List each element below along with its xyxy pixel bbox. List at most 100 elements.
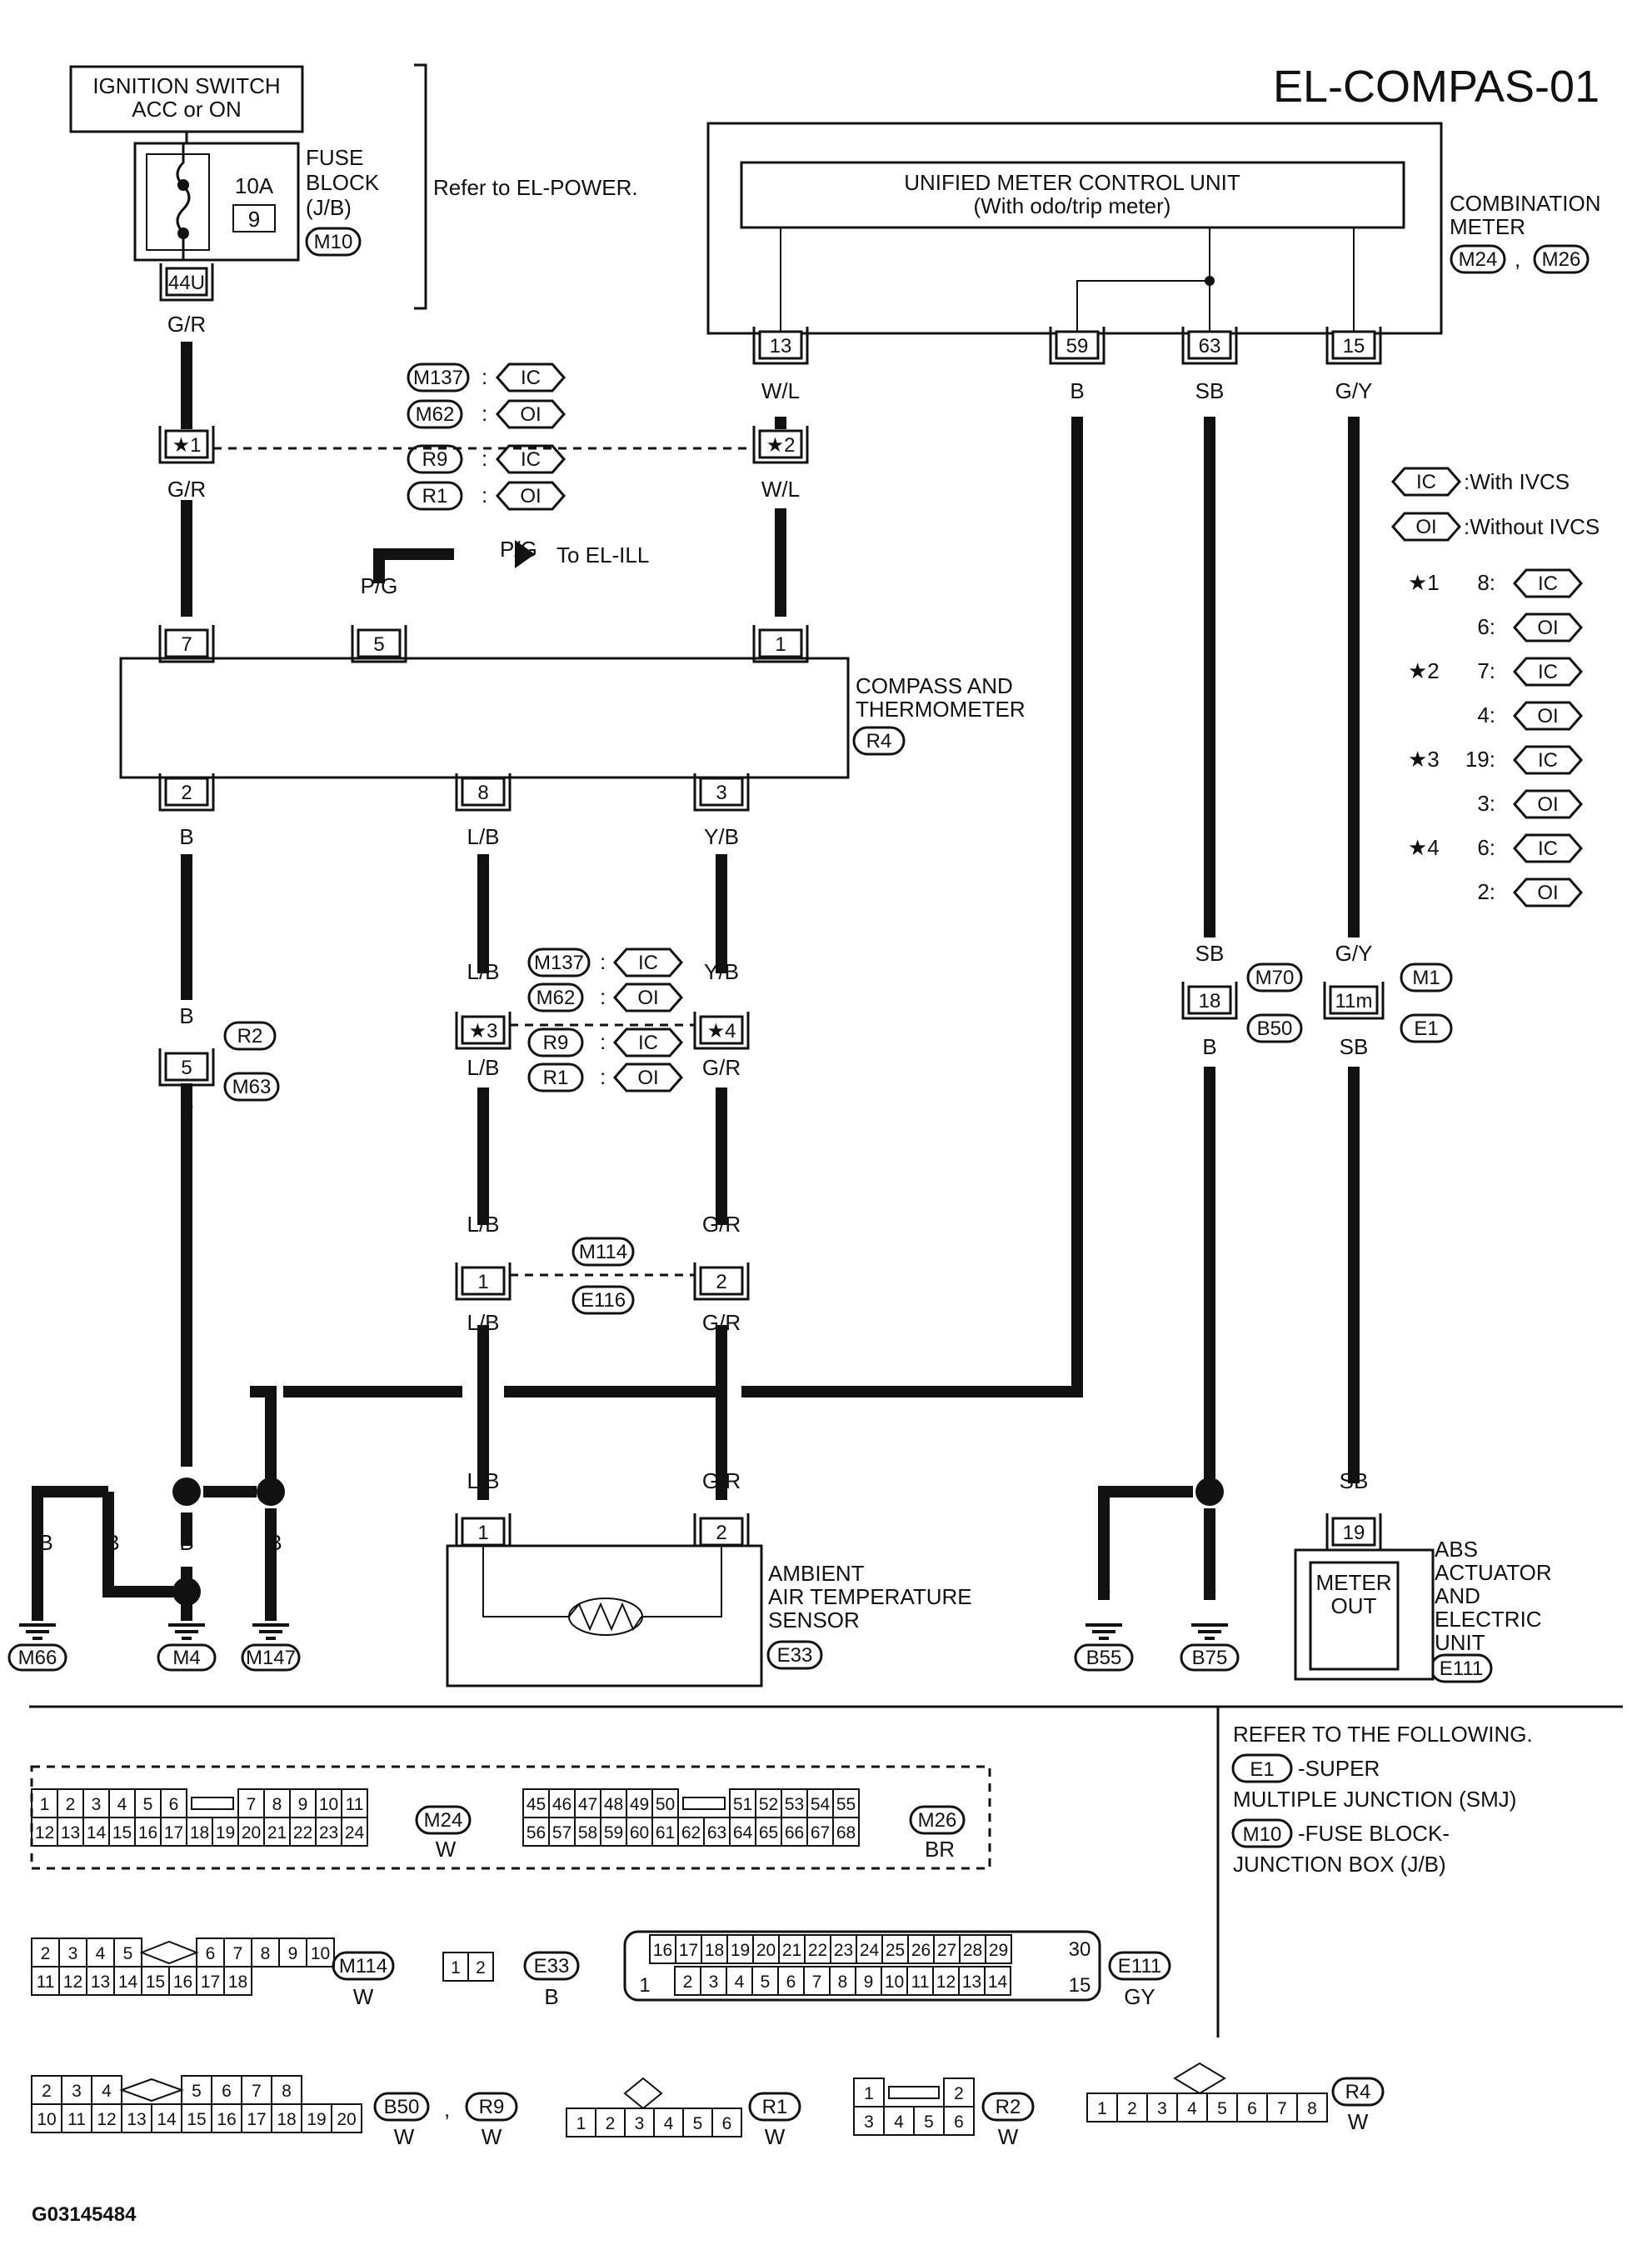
junction-m1-11m-label: 11m (1335, 990, 1373, 1012)
svg-text:63: 63 (707, 1823, 726, 1842)
junction-star4-label: ★4 (707, 1020, 736, 1042)
svg-text:61: 61 (656, 1823, 675, 1842)
wire-color-label: Y/B (704, 824, 739, 849)
wire-color-label: L/B (467, 1310, 499, 1335)
svg-text:M137: M137 (534, 952, 584, 974)
svg-text:IC: IC (1538, 749, 1558, 772)
svg-text:B50: B50 (384, 2096, 420, 2118)
svg-text:OI: OI (1537, 617, 1558, 639)
svg-text:14: 14 (988, 1972, 1008, 1992)
hex-mid-1: OI (613, 982, 683, 1012)
svg-text:M147: M147 (246, 1647, 296, 1669)
tag-m10: M10 (305, 227, 362, 257)
junction-m1-11m: 11m (1323, 982, 1385, 1020)
svg-text:8: 8 (838, 1972, 848, 1992)
wire-color-label: SB (1195, 941, 1225, 966)
ignition-switch: IGNITION SWITCH ACC or ON (69, 65, 304, 143)
svg-text:W: W (765, 2124, 786, 2149)
colon: : (482, 401, 487, 426)
terminal-63-label: 63 (1199, 335, 1221, 358)
svg-text:M10: M10 (314, 231, 353, 253)
refer-m10-text2: JUNCTION BOX (J/B) (1233, 1852, 1446, 1877)
meter-out-2: OUT (1331, 1593, 1377, 1618)
fuse-block: 10A 9 FUSE BLOCK (J/B) (133, 142, 380, 262)
tag-upper-m137: M137 (407, 362, 470, 392)
svg-text:2: 2 (606, 2114, 616, 2133)
compass-pin-2: 2 (158, 773, 215, 812)
svg-text:4: 4 (117, 1795, 127, 1814)
ground-b75: B75 (1180, 1623, 1240, 1672)
svg-text:OI: OI (520, 485, 541, 508)
svg-text:64: 64 (733, 1823, 753, 1842)
svg-text:22: 22 (293, 1823, 312, 1842)
svg-text:4: 4 (1187, 2099, 1197, 2118)
fuse-terminal-44u: 44U (159, 263, 214, 302)
ignition-switch-label-1: IGNITION SWITCH (92, 73, 280, 98)
svg-text:16: 16 (173, 1972, 192, 1992)
wire-color-label: B (179, 1530, 193, 1555)
svg-text:OI: OI (637, 987, 658, 1009)
svg-text:8: 8 (282, 2082, 292, 2101)
svg-text:57: 57 (552, 1823, 571, 1842)
svg-text:18: 18 (705, 1941, 724, 1960)
wire-color-label: B (179, 824, 193, 849)
wire-color-label: G/R (702, 1468, 741, 1493)
abs-pin-19: 19 (1325, 1513, 1382, 1552)
tag-e33: E33 (766, 1640, 823, 1670)
junction-m63-5: 5 (158, 1048, 215, 1087)
legend-pin: 2: (1477, 879, 1495, 904)
svg-text:R2: R2 (237, 1025, 263, 1048)
svg-text:47: 47 (578, 1795, 597, 1814)
svg-text:6: 6 (169, 1795, 179, 1814)
svg-text:2: 2 (42, 2082, 52, 2101)
svg-text:2: 2 (476, 1958, 486, 1978)
svg-text:49: 49 (630, 1795, 649, 1814)
wire-color-label: G/Y (1335, 378, 1373, 403)
colon: : (600, 949, 606, 974)
svg-text:6: 6 (954, 2112, 964, 2132)
svg-text:23: 23 (319, 1823, 338, 1842)
svg-text:26: 26 (911, 1941, 931, 1960)
svg-text:11: 11 (67, 2110, 86, 2129)
svg-text:24: 24 (345, 1823, 365, 1842)
svg-text:M26: M26 (918, 1809, 957, 1832)
wire-color-label: W/L (761, 477, 800, 502)
junction-star1-label: ★1 (172, 434, 202, 457)
colon: : (482, 446, 487, 471)
svg-text:IC: IC (521, 448, 541, 471)
svg-text:9: 9 (864, 1972, 874, 1992)
svg-text:IC: IC (1538, 838, 1558, 860)
svg-text:54: 54 (811, 1795, 831, 1814)
svg-text:R9: R9 (479, 2096, 505, 2118)
legend-with-ivcs: :With IVCS (1464, 469, 1570, 494)
colon: : (482, 482, 487, 508)
svg-text:OI: OI (1415, 516, 1436, 538)
svg-text:52: 52 (759, 1795, 778, 1814)
svg-text:E116: E116 (581, 1289, 626, 1312)
svg-text:4: 4 (894, 2112, 904, 2132)
svg-text:13: 13 (962, 1972, 981, 1992)
refer-following: REFER TO THE FOLLOWING. E1 -SUPER MULTIP… (1231, 1722, 1533, 1877)
tag-m63: M63 (223, 1072, 280, 1102)
svg-text:5: 5 (143, 1795, 153, 1814)
svg-text:M24: M24 (424, 1809, 463, 1832)
legend-hex-0-0: IC (1513, 568, 1583, 598)
wire-color-label: B (105, 1530, 119, 1555)
svg-text:18: 18 (277, 2110, 296, 2129)
junction-star3: ★3 (455, 1012, 512, 1050)
refer-power: Refer to EL-POWER. (433, 175, 638, 200)
tag-r4: R4 (852, 726, 906, 756)
wire-color-label: L/B (467, 1055, 499, 1080)
m26-color: BR (925, 1837, 955, 1862)
sensor-pin-2: 2 (693, 1513, 750, 1552)
tag-m1: M1 (1400, 962, 1453, 992)
svg-text:12: 12 (97, 2110, 116, 2129)
fuse-number: 9 (248, 207, 260, 232)
